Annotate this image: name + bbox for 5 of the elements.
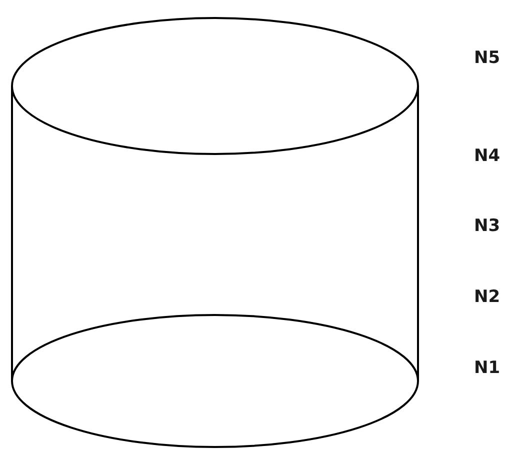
level-label: N4: [474, 146, 500, 166]
level-label: N1: [474, 358, 500, 378]
level-label: N5: [474, 48, 500, 68]
level-label: N2: [474, 287, 500, 307]
level-label: N3: [474, 216, 500, 236]
